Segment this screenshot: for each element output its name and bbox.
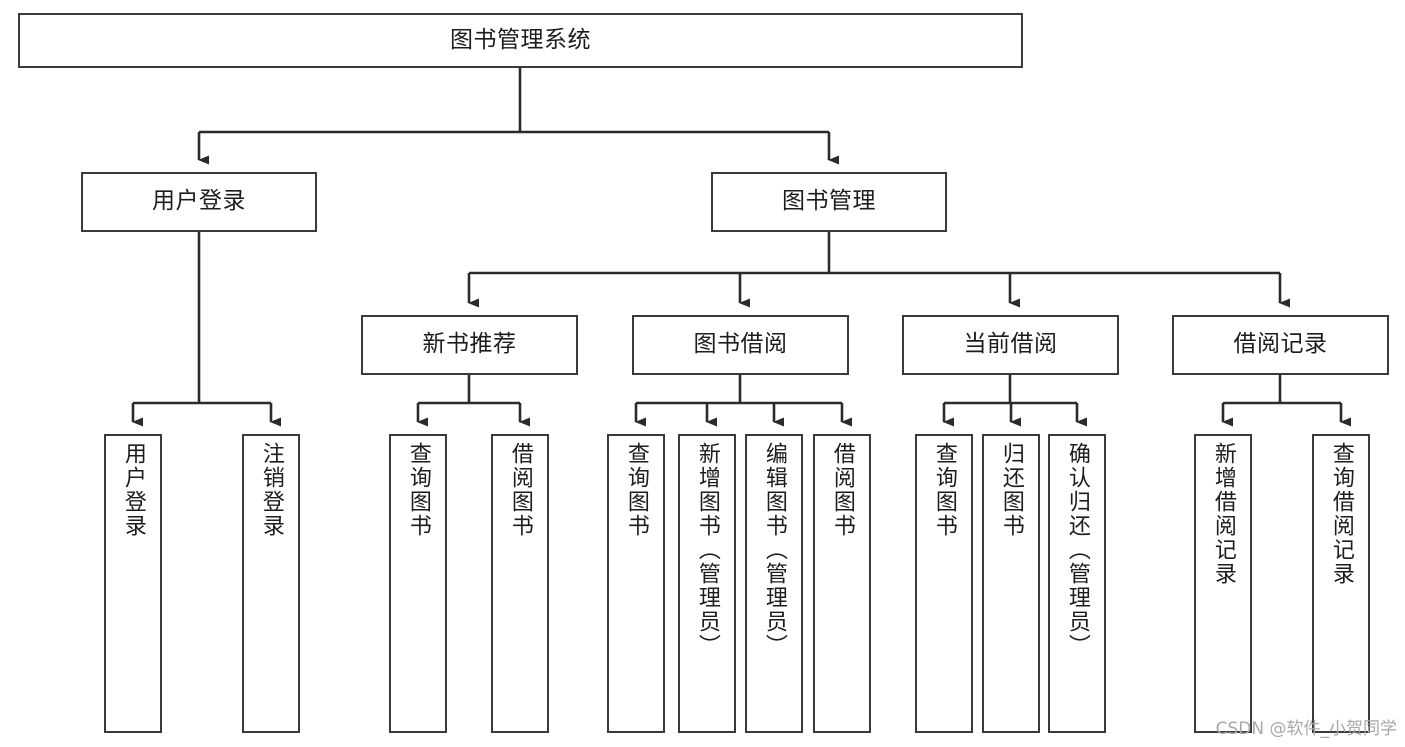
node-leaf-borrow-book-recommend[interactable]: 借阅图书 — [491, 434, 549, 733]
node-new-book-recommendation[interactable]: 新书推荐 — [361, 315, 578, 375]
node-label: 图书管理系统 — [450, 26, 591, 53]
node-user-login[interactable]: 用户登录 — [81, 172, 317, 232]
node-leaf-add-borrow-record[interactable]: 新增借阅记录 — [1194, 434, 1252, 733]
node-label: 查询图书 — [931, 442, 957, 538]
node-label: 编辑图书（管理员） — [761, 442, 787, 658]
csdn-watermark: CSDN @软件_小贺同学 — [1215, 719, 1397, 739]
node-label: 借阅图书 — [829, 442, 855, 538]
node-leaf-confirm-return-admin[interactable]: 确认归还（管理员） — [1048, 434, 1106, 733]
node-label: 归还图书 — [998, 442, 1024, 538]
node-label: 图书管理 — [782, 188, 876, 215]
node-leaf-edit-book-admin[interactable]: 编辑图书（管理员） — [745, 434, 803, 733]
node-leaf-return-book[interactable]: 归还图书 — [982, 434, 1040, 733]
node-borrow-record[interactable]: 借阅记录 — [1172, 315, 1389, 375]
node-label: 借阅记录 — [1233, 331, 1328, 358]
node-label: 新增借阅记录 — [1210, 442, 1236, 586]
node-label: 新书推荐 — [422, 331, 517, 358]
node-label: 借阅图书 — [507, 442, 533, 538]
node-label: 查询借阅记录 — [1328, 442, 1354, 586]
node-book-management[interactable]: 图书管理 — [711, 172, 947, 232]
node-leaf-query-book-current[interactable]: 查询图书 — [915, 434, 973, 733]
node-label: 图书借阅 — [693, 331, 788, 358]
node-leaf-query-book-borrow[interactable]: 查询图书 — [607, 434, 665, 733]
node-label: 新增图书（管理员） — [694, 442, 720, 658]
node-book-borrow[interactable]: 图书借阅 — [632, 315, 849, 375]
node-leaf-query-book-recommend[interactable]: 查询图书 — [389, 434, 447, 733]
node-leaf-user-login[interactable]: 用户登录 — [104, 434, 162, 733]
node-label: 注销登录 — [258, 442, 284, 538]
node-leaf-add-book-admin[interactable]: 新增图书（管理员） — [678, 434, 736, 733]
node-label: 用户登录 — [152, 188, 246, 215]
node-leaf-logout[interactable]: 注销登录 — [242, 434, 300, 733]
node-leaf-query-borrow-record[interactable]: 查询借阅记录 — [1312, 434, 1370, 733]
node-label: 查询图书 — [405, 442, 431, 538]
node-label: 当前借阅 — [963, 331, 1058, 358]
node-current-borrow[interactable]: 当前借阅 — [902, 315, 1119, 375]
node-label: 查询图书 — [623, 442, 649, 538]
node-label: 确认归还（管理员） — [1064, 442, 1090, 658]
node-root-book-management-system[interactable]: 图书管理系统 — [18, 13, 1023, 68]
node-leaf-borrow-book[interactable]: 借阅图书 — [813, 434, 871, 733]
node-label: 用户登录 — [120, 442, 146, 538]
